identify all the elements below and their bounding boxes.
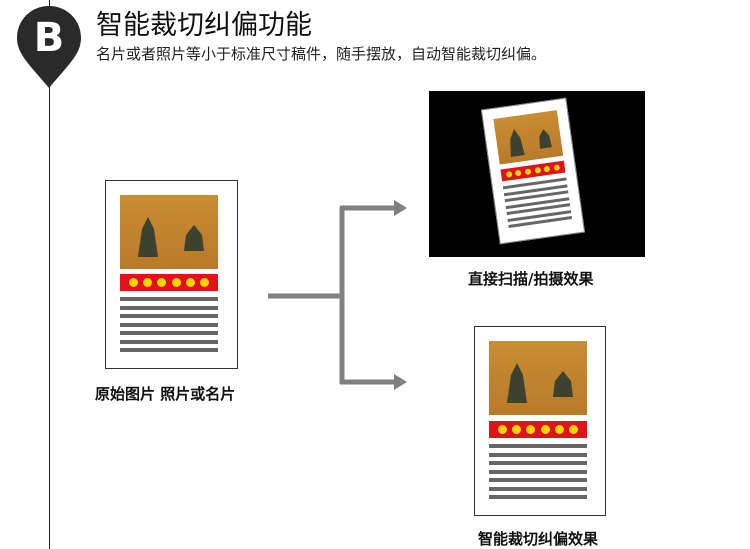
card-dot xyxy=(526,425,536,434)
card-dot xyxy=(505,170,513,178)
card-dot xyxy=(543,165,551,173)
original-caption: 原始图片 照片或名片 xyxy=(95,385,236,403)
card-dot xyxy=(200,278,210,287)
card-dot xyxy=(171,278,181,287)
card-photo xyxy=(120,195,218,269)
scan-result-card xyxy=(480,97,586,245)
page-title: 智能裁切纠偏功能 xyxy=(96,10,312,41)
card-photo xyxy=(489,341,587,415)
section-badge: B xyxy=(15,4,83,90)
card-red-strip xyxy=(120,274,218,291)
card-red-strip xyxy=(489,421,587,438)
card-dot xyxy=(554,425,564,434)
card-dot xyxy=(515,169,523,177)
original-card xyxy=(105,180,238,369)
card-dot xyxy=(497,425,507,434)
page-subtitle: 名片或者照片等小于标准尺寸稿件，随手摆放，自动智能裁切纠偏。 xyxy=(96,45,547,63)
card-dot xyxy=(534,166,542,174)
card-dot xyxy=(511,425,521,434)
card-text-lines xyxy=(120,297,218,357)
card-photo xyxy=(493,110,564,165)
card-text-lines xyxy=(502,177,573,231)
card-dot xyxy=(128,278,138,287)
card-dot xyxy=(540,425,550,434)
corrected-result-caption: 智能裁切纠偏效果 xyxy=(478,530,599,548)
card-dot xyxy=(157,278,167,287)
corrected-card xyxy=(474,326,606,516)
card-text-lines xyxy=(489,444,587,504)
card-dot xyxy=(569,425,579,434)
badge-pin-shape xyxy=(17,6,81,88)
scan-result-caption: 直接扫描/拍摄效果 xyxy=(468,270,594,288)
badge-letter: B xyxy=(33,15,65,61)
card-dot xyxy=(524,168,532,176)
timeline-line xyxy=(49,0,50,549)
card-dot xyxy=(553,164,561,172)
card-dot xyxy=(185,278,195,287)
card-dot xyxy=(142,278,152,287)
